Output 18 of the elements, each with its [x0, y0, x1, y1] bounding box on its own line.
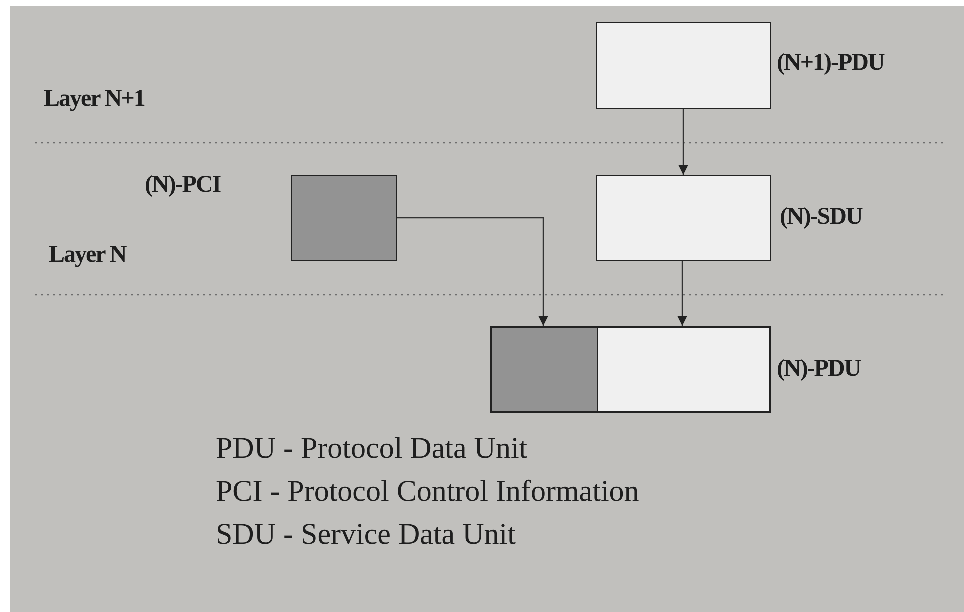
definition-text: PCI - Protocol Control Information: [216, 475, 640, 509]
arrow: [678, 261, 688, 326]
layer-label: Layer N+1: [44, 86, 145, 113]
header-segment: [491, 327, 598, 412]
data-unit-box: [596, 175, 771, 261]
arrow: [397, 217, 548, 326]
box-caption: (N+1)-PDU: [777, 50, 884, 77]
layer-label: Layer N: [49, 242, 126, 269]
definition-text: SDU - Service Data Unit: [216, 518, 516, 552]
box-caption: (N)-PDU: [777, 356, 861, 383]
data-unit-box: [596, 22, 771, 109]
payload-segment: [597, 327, 770, 412]
control-info-box: [291, 175, 397, 261]
box-caption: (N)-PCI: [145, 172, 221, 199]
arrow: [678, 109, 688, 175]
data-unit-box: [490, 326, 771, 413]
box-caption: (N)-SDU: [780, 204, 862, 231]
definition-text: PDU - Protocol Data Unit: [216, 432, 528, 466]
